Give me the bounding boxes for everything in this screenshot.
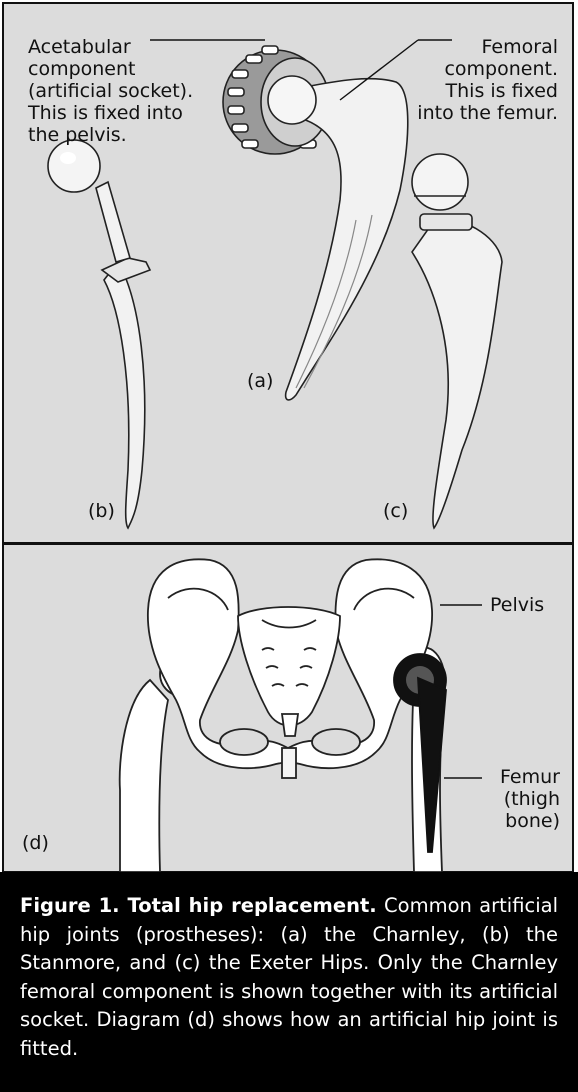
acetabular-label-line-5: the pelvis. xyxy=(28,124,193,146)
charnley-prosthesis xyxy=(223,46,408,400)
pelvis-label: Pelvis xyxy=(490,594,544,616)
acetabular-label: Acetabular component (artificial socket)… xyxy=(28,36,193,146)
caption-title: Figure 1. Total hip replacement. xyxy=(20,894,377,917)
femoral-label-line-1: Femoral xyxy=(417,36,558,58)
femoral-label: Femoral component. This is fixed into th… xyxy=(417,36,558,124)
femoral-label-line-2: component. xyxy=(417,58,558,80)
panel-letter-b: (b) xyxy=(88,500,115,522)
panel-letter-d: (d) xyxy=(22,832,49,854)
acetabular-label-line-2: component xyxy=(28,58,193,80)
panel-letter-c: (c) xyxy=(383,500,408,522)
femoral-label-line-4: into the femur. xyxy=(417,102,558,124)
pelvis-drawing xyxy=(120,559,446,872)
femur-label: Femur (thigh bone) xyxy=(500,766,560,832)
panel-letter-a: (a) xyxy=(247,370,273,392)
femur-label-line-2: (thigh xyxy=(500,788,560,810)
stanmore-prosthesis xyxy=(48,140,150,528)
femur-label-line-3: bone) xyxy=(500,810,560,832)
acetabular-label-line-4: This is fixed into xyxy=(28,102,193,124)
acetabular-label-line-1: Acetabular xyxy=(28,36,193,58)
femur-label-line-1: Femur xyxy=(500,766,560,788)
figure-caption: Figure 1. Total hip replacement. Common … xyxy=(0,872,578,1092)
caption-body: Common artificial hip joints (prostheses… xyxy=(20,894,558,1060)
exeter-prosthesis xyxy=(412,154,502,528)
femoral-label-line-3: This is fixed xyxy=(417,80,558,102)
acetabular-label-line-3: (artificial socket). xyxy=(28,80,193,102)
